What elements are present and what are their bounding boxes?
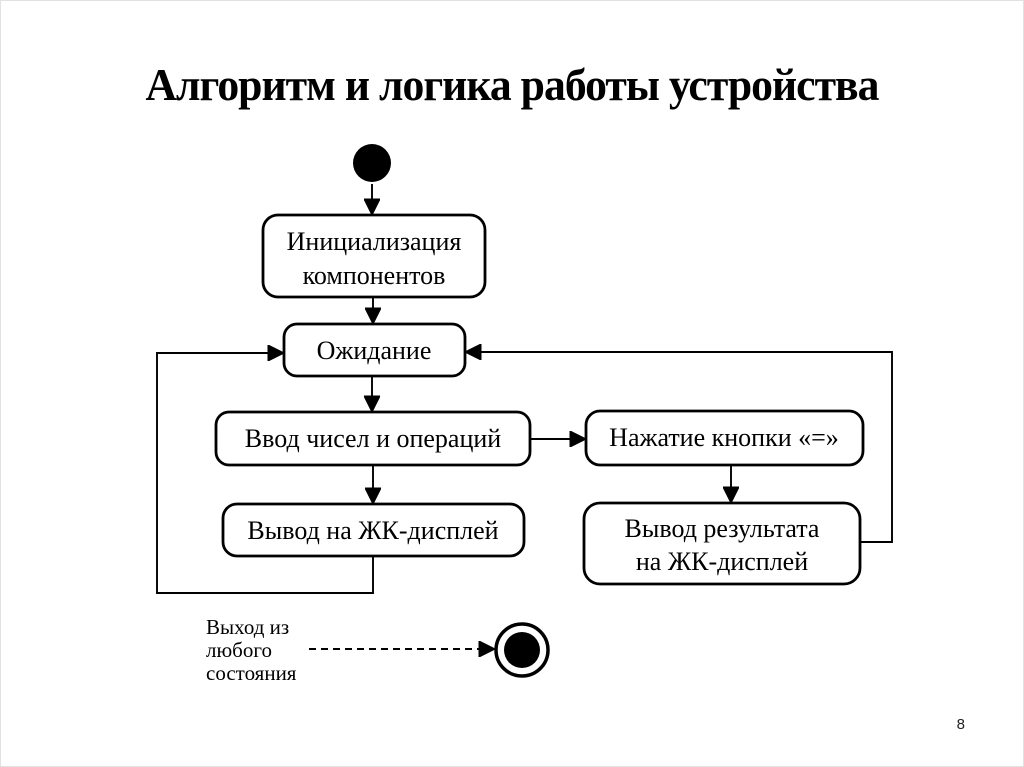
- state-wait-box: [282, 322, 467, 378]
- slide-title: Алгоритм и логика работы устройства: [145, 60, 879, 110]
- state-result: Вывод результата на ЖК-дисплей: [582, 501, 862, 586]
- state-init: Инициализация компонентов: [261, 213, 487, 299]
- state-display: Вывод на ЖК-дисплей: [221, 502, 526, 558]
- page-number: 8: [956, 716, 965, 733]
- arrow-result-to-wait-loop: [468, 352, 893, 543]
- state-input: Ввод чисел и операций: [214, 410, 532, 467]
- state-display-box: [221, 502, 526, 558]
- state-init-label-line1: Инициализация: [287, 227, 462, 256]
- state-input-box: [214, 410, 532, 467]
- state-init-box: [261, 213, 487, 299]
- state-result-box: [582, 501, 862, 586]
- exit-note-line3: состояния: [206, 661, 297, 685]
- state-equals-box: [584, 409, 865, 467]
- arrow-display-to-wait-loop: [156, 353, 374, 594]
- state-equals-label: Нажатие кнопки «=»: [609, 423, 839, 452]
- initial-state-icon: [353, 144, 391, 182]
- final-state-icon: [494, 622, 550, 678]
- state-wait: Ожидание: [282, 322, 467, 378]
- exit-note: Выход из любого состояния: [206, 615, 297, 685]
- state-init-label-line2: компонентов: [303, 261, 446, 290]
- final-state-core: [504, 632, 540, 668]
- exit-note-line2: любого: [206, 638, 272, 662]
- state-wait-label: Ожидание: [317, 336, 432, 365]
- state-input-label: Ввод чисел и операций: [245, 424, 502, 453]
- state-display-label: Вывод на ЖК-дисплей: [247, 516, 498, 545]
- exit-note-line1: Выход из: [206, 615, 289, 639]
- state-equals: Нажатие кнопки «=»: [584, 409, 865, 467]
- state-result-label-line2: на ЖК-дисплей: [636, 547, 808, 576]
- state-result-label-line1: Вывод результата: [625, 514, 820, 543]
